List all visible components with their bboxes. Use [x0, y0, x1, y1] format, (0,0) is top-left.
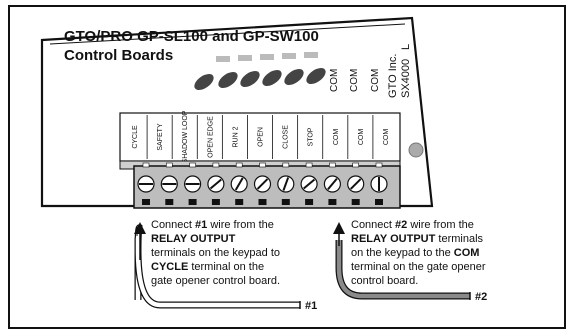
- title-line-1: GTO/PRO GP-SL100 and GP-SW100: [64, 28, 319, 45]
- screw-slot: [209, 178, 222, 190]
- led: [306, 68, 326, 84]
- terminal-peg: [352, 162, 360, 168]
- wire-entry-hole: [375, 199, 383, 205]
- caption-left-line-4: CYCLE terminal on the: [151, 261, 264, 273]
- terminal-peg: [329, 162, 336, 168]
- indicator-dash: [282, 53, 296, 59]
- terminal-peg: [235, 162, 243, 168]
- board-ledge: [49, 23, 406, 45]
- terminal-peg: [166, 162, 173, 168]
- terminal-peg: [212, 162, 220, 168]
- model-line-2: SX4000: [400, 59, 412, 98]
- terminal-peg: [282, 162, 290, 168]
- caption-right-line-4: terminal on the gate opener: [351, 261, 486, 273]
- screw-slot: [234, 177, 244, 191]
- caption-left-line-5: gate opener control board.: [151, 275, 280, 287]
- mounting-hole: [408, 142, 424, 158]
- upper-com-label-1: COM: [329, 69, 340, 92]
- wire-1-label: #1: [305, 300, 317, 312]
- screw-slot: [303, 178, 316, 190]
- led: [284, 69, 304, 85]
- terminal-label-com: COM: [358, 129, 365, 146]
- model-line-1: GTO Inc.: [387, 54, 399, 98]
- terminal-peg: [305, 162, 313, 168]
- terminal-label-run-2: RUN 2: [232, 126, 239, 147]
- wire-entry-hole: [351, 199, 360, 205]
- screw-slot: [282, 177, 290, 191]
- upper-com-label-2: COM: [349, 69, 360, 92]
- model-suffix: L: [400, 44, 412, 50]
- terminal-peg: [259, 162, 266, 168]
- wire-entry-hole: [211, 199, 220, 205]
- title-line-2: Control Boards: [64, 47, 173, 64]
- terminal-label-com: COM: [383, 129, 390, 146]
- wire-entry-hole: [328, 199, 337, 205]
- led: [240, 71, 260, 87]
- led-group: [194, 52, 326, 90]
- wire-entry-hole: [235, 199, 244, 205]
- wire-2-label: #2: [475, 291, 487, 303]
- caption-right: Connect #2 wire from the RELAY OUTPUT te…: [351, 219, 486, 287]
- caption-right-line-5: control board.: [351, 275, 418, 287]
- terminal-label-stop: STOP: [308, 127, 315, 146]
- wire-entry-hole: [142, 199, 150, 205]
- wire-entry-hole: [188, 199, 197, 205]
- led: [262, 70, 282, 86]
- arrow-1: [134, 222, 146, 234]
- terminal-screws: [137, 162, 388, 205]
- arrow-2: [333, 222, 345, 234]
- caption-left-line-3: terminals on the keypad to: [151, 247, 280, 259]
- terminal-label-cycle: CYCLE: [132, 125, 139, 149]
- led: [218, 72, 238, 88]
- terminal-label-strip: [119, 112, 401, 162]
- caption-left: Connect #1 wire from the RELAY OUTPUT te…: [151, 219, 280, 287]
- terminal-label-com: COM: [333, 129, 340, 146]
- terminal-label-open-edge: OPEN EDGE: [207, 116, 214, 158]
- upper-com-label-3: COM: [370, 69, 381, 92]
- caption-right-line-1: Connect #2 wire from the: [351, 219, 474, 231]
- wire-entry-hole: [305, 199, 314, 205]
- terminal-labels: CYCLE SAFETY SHADOW LOOP OPEN EDGE RUN 2 OPEN…: [132, 110, 390, 163]
- wire-entry-hole: [165, 199, 174, 205]
- screw-slot: [350, 178, 362, 190]
- indicator-dash: [216, 56, 230, 62]
- terminal-label-close: CLOSE: [283, 125, 290, 149]
- wire-entry-hole: [281, 199, 290, 205]
- caption-left-line-1: Connect #1 wire from the: [151, 219, 274, 231]
- indicator-dash: [304, 52, 318, 58]
- led: [194, 74, 214, 90]
- terminal-label-shadow-loop: SHADOW LOOP: [182, 110, 189, 163]
- screw-slot: [327, 177, 338, 191]
- terminal-peg: [142, 162, 150, 168]
- terminal-peg: [189, 162, 196, 168]
- caption-left-line-2: RELAY OUTPUT: [151, 233, 236, 245]
- indicator-dash: [260, 54, 274, 60]
- wire-2: [335, 240, 471, 300]
- terminal-label-open: OPEN: [258, 127, 265, 147]
- caption-right-line-2: RELAY OUTPUT terminals: [351, 233, 484, 245]
- wire-entry-hole: [258, 199, 267, 205]
- caption-right-line-3: on the keypad to the COM: [351, 247, 479, 259]
- screw-slot: [256, 178, 269, 190]
- terminal-label-safety: SAFETY: [157, 123, 164, 151]
- terminal-peg: [375, 162, 383, 168]
- indicator-dash: [238, 55, 252, 61]
